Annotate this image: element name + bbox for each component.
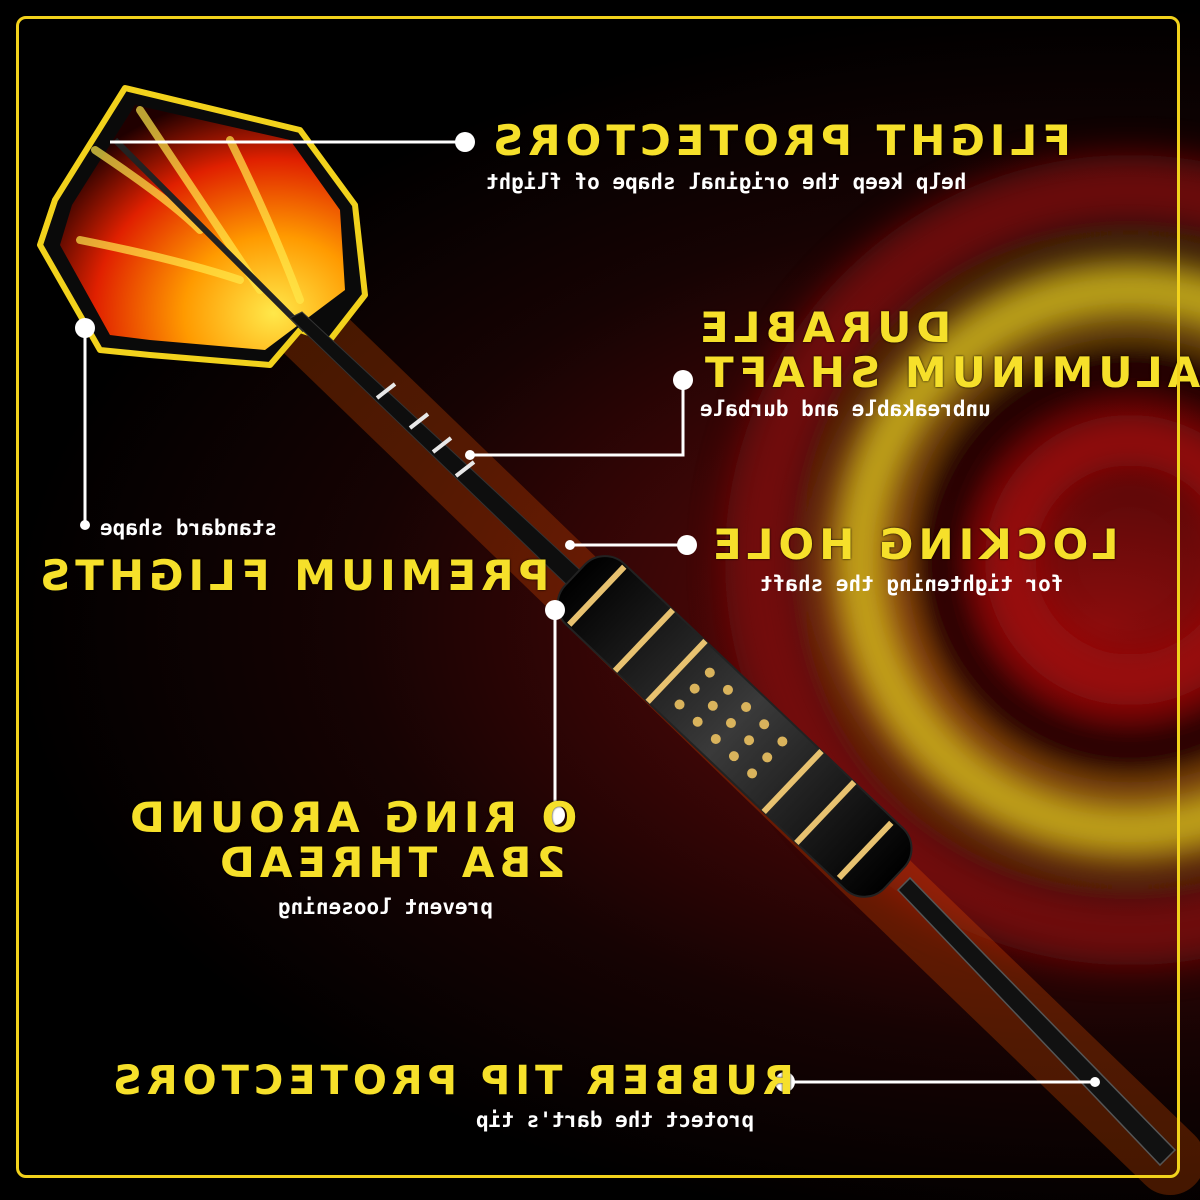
- flame-flight-icon: [37, 85, 368, 368]
- yellow-frame: [16, 16, 1180, 1178]
